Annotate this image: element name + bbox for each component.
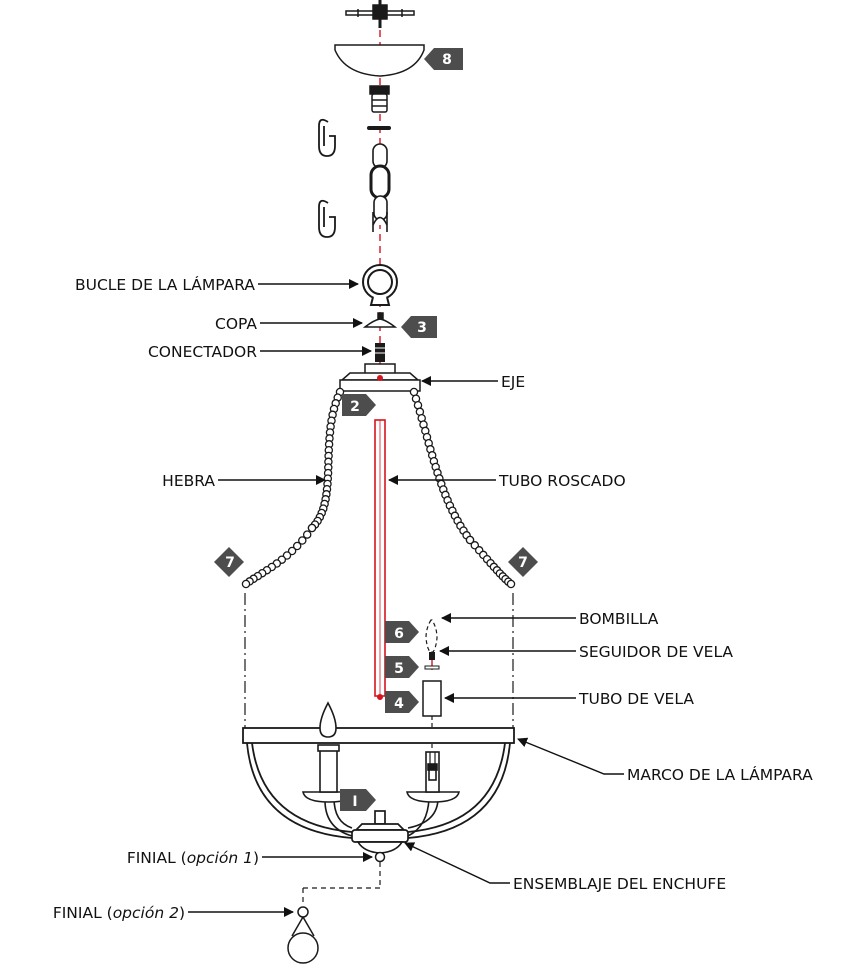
finial-1-ball xyxy=(374,851,386,863)
step-badge: 6 xyxy=(385,621,419,643)
cup xyxy=(362,312,398,328)
ceiling-bracket xyxy=(345,0,415,28)
label-conectador: CONECTADOR xyxy=(148,343,257,361)
socket-assembly xyxy=(351,810,409,854)
strands xyxy=(241,387,516,589)
strand-bead xyxy=(465,535,475,545)
svg-text:7: 7 xyxy=(225,555,235,571)
g-hook-icon xyxy=(318,199,336,238)
candle-follower xyxy=(424,652,440,670)
leader-marco xyxy=(517,737,624,775)
svg-text:3: 3 xyxy=(417,320,427,336)
strand-bead xyxy=(292,541,302,551)
step-badge: 7 xyxy=(214,547,244,577)
frame-ring xyxy=(242,727,515,744)
step-badge: I xyxy=(340,789,376,811)
svg-text:4: 4 xyxy=(394,696,404,712)
step-badge: 8 xyxy=(424,48,463,70)
candle-arm-left xyxy=(302,701,356,837)
label-hebra: HEBRA xyxy=(162,472,215,490)
step-badge: 5 xyxy=(385,656,419,678)
step-badge: 7 xyxy=(508,547,538,577)
strand-right-lower xyxy=(465,535,516,589)
leader-enchufe xyxy=(404,842,510,884)
label-finial-2: FINIAL (opción 2) xyxy=(53,904,185,922)
svg-text:7: 7 xyxy=(518,555,528,571)
svg-text:2: 2 xyxy=(350,399,360,415)
label-seguidor: SEGUIDOR DE VELA xyxy=(579,643,733,661)
svg-text:8: 8 xyxy=(442,52,452,68)
bulb-icon xyxy=(425,619,438,653)
label-marco: MARCO DE LA LÁMPARA xyxy=(627,765,813,784)
g-hook-icon xyxy=(318,118,336,157)
candle-tube xyxy=(422,680,442,717)
svg-text:6: 6 xyxy=(394,626,404,642)
svg-text:I: I xyxy=(352,794,357,810)
canopy xyxy=(334,44,425,77)
label-enchufe: ENSEMBLAJE DEL ENCHUFE xyxy=(513,875,726,893)
label-finial-1: FINIAL (opción 1) xyxy=(127,849,259,867)
canopy-screw-collar xyxy=(369,85,390,113)
label-copa: COPA xyxy=(215,315,257,333)
lock-washer xyxy=(367,126,391,130)
strand-bead xyxy=(307,523,317,533)
chain xyxy=(369,143,391,232)
label-bucle: BUCLE DE LA LÁMPARA xyxy=(75,275,255,294)
strand-bead xyxy=(506,579,516,589)
finial-2-pendant xyxy=(287,906,319,964)
candle-arm-right xyxy=(406,751,460,837)
connector xyxy=(375,343,385,362)
hub xyxy=(339,363,421,392)
strand-bead xyxy=(287,546,297,556)
strand-bead xyxy=(302,530,312,539)
step-badge: 4 xyxy=(385,691,419,713)
label-tubo-roscado: TUBO ROSCADO xyxy=(498,472,626,490)
svg-text:5: 5 xyxy=(394,661,404,677)
step-badge: 2 xyxy=(342,394,376,416)
strand-right-upper xyxy=(409,387,475,545)
lamp-loop xyxy=(362,264,398,306)
strand-left-lower xyxy=(241,523,317,589)
label-eje: EJE xyxy=(501,373,525,391)
strand-bead xyxy=(241,579,251,589)
step-badge: 3 xyxy=(401,316,437,338)
label-bombilla: BOMBILLA xyxy=(579,610,659,628)
strand-left-upper xyxy=(307,387,345,533)
frame-bowl xyxy=(246,742,511,839)
label-tubo-vela: TUBO DE VELA xyxy=(578,690,694,708)
strand-bead xyxy=(298,536,307,545)
